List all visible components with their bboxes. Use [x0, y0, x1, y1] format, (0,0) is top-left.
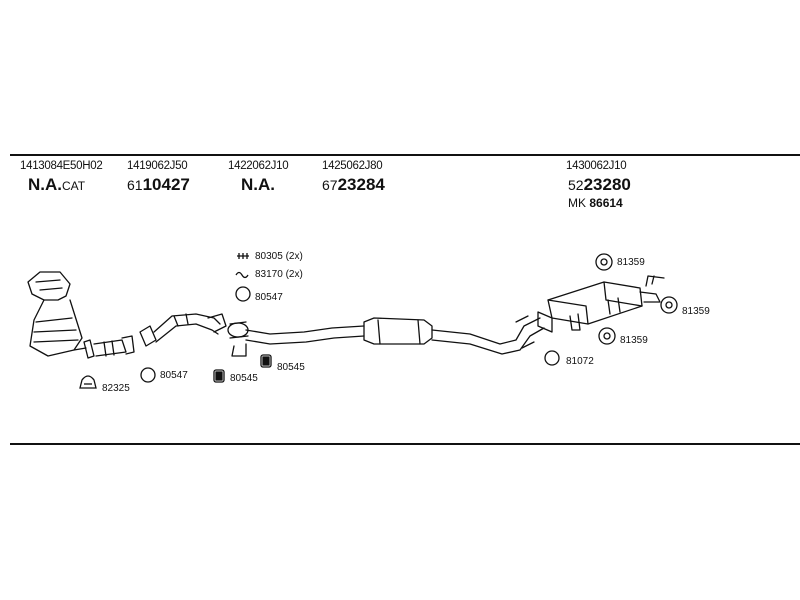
top-rule	[10, 154, 800, 156]
group-5-value: 5223280	[568, 176, 631, 194]
rubber-mount-icon	[213, 369, 225, 383]
part-number-4: 1425062J80	[322, 160, 383, 172]
label-80547-top: 80547	[255, 292, 283, 303]
label-81359-c: 81359	[620, 335, 648, 346]
label-80547-low: 80547	[160, 370, 188, 381]
group-5-extra-prefix: MK	[568, 196, 586, 210]
front-pipe	[139, 313, 227, 347]
group-1-main: N.A.	[28, 175, 62, 194]
group-2-number: 10427	[142, 175, 190, 194]
gasket-ring-icon	[235, 286, 251, 302]
intermediate-pipe	[227, 315, 545, 357]
group-2-value: 6110427	[127, 176, 190, 194]
bolt-icon	[237, 253, 249, 259]
part-number-3: 1422062J10	[228, 160, 289, 172]
catalytic-converter	[27, 271, 87, 357]
label-81359-a: 81359	[617, 257, 645, 268]
hanger-icon	[660, 296, 678, 314]
part-number-2: 1419062J50	[127, 160, 188, 172]
rear-silencer	[537, 275, 665, 333]
bottom-rule	[10, 443, 800, 445]
label-83170: 83170 (2x)	[255, 269, 303, 280]
hanger-icon	[598, 327, 616, 345]
group-5-prefix: 52	[568, 177, 584, 193]
spring-icon	[235, 271, 249, 279]
group-4-number: 23284	[337, 175, 385, 194]
label-81072: 81072	[566, 356, 594, 367]
gasket-ring-icon	[140, 367, 156, 383]
group-5-extra: MK 86614	[568, 196, 623, 210]
rubber-mount-icon	[260, 354, 272, 368]
part-number-1: 1413084E50H02	[20, 160, 103, 172]
group-5-number: 23280	[583, 175, 631, 194]
label-81359-b: 81359	[682, 306, 710, 317]
hanger-icon	[595, 253, 613, 271]
label-82325: 82325	[102, 383, 130, 394]
group-4-prefix: 67	[322, 177, 338, 193]
gasket-ring-icon	[544, 350, 560, 366]
connector-pipe	[83, 335, 135, 359]
group-3-main: N.A.	[241, 175, 275, 194]
group-2-prefix: 61	[127, 177, 143, 193]
group-1-suffix: CAT	[62, 179, 86, 193]
group-3-value: N.A.	[241, 176, 275, 194]
group-5-extra-number: 86614	[589, 196, 623, 210]
part-number-5: 1430062J10	[566, 160, 627, 172]
label-80545-b: 80545	[277, 362, 305, 373]
group-4-value: 6723284	[322, 176, 385, 194]
clamp-icon	[79, 375, 97, 389]
label-80545-a: 80545	[230, 373, 258, 384]
group-1-value: N.A.CAT	[28, 176, 85, 194]
label-80305: 80305 (2x)	[255, 251, 303, 262]
